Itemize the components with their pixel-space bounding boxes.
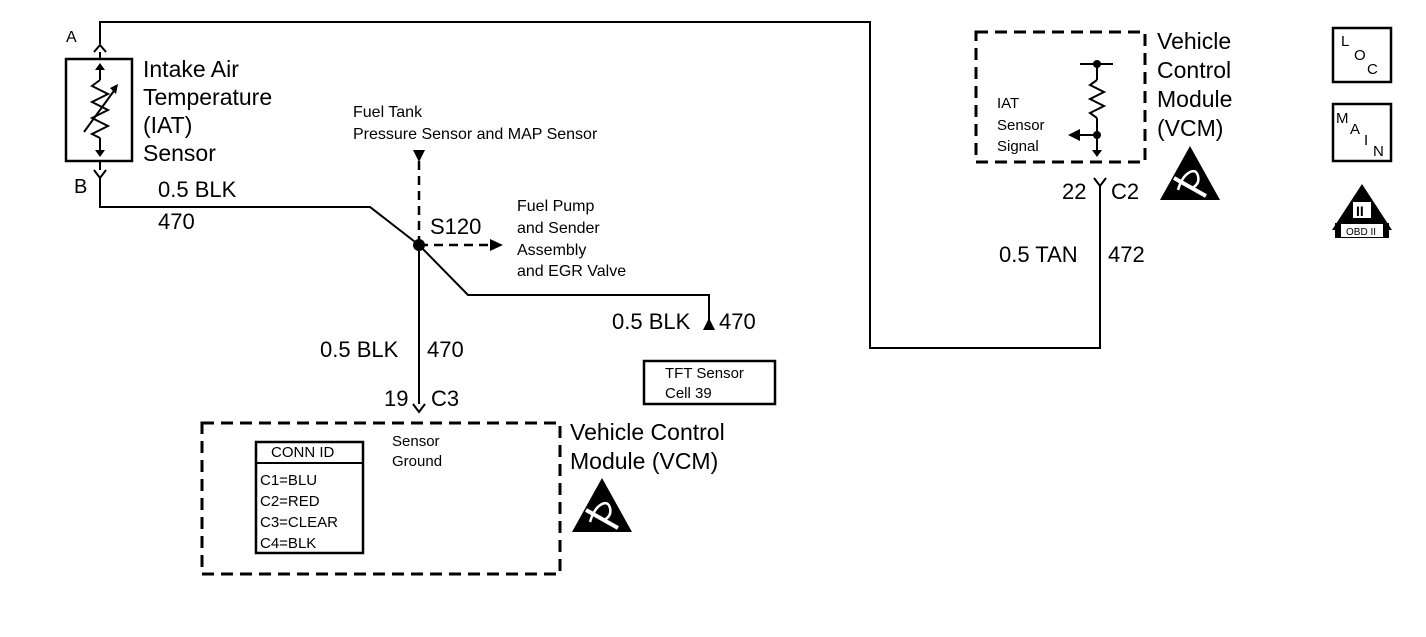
vcm-top-title-line1: Vehicle: [1157, 28, 1231, 54]
iat-signal-line3: Signal: [997, 138, 1039, 155]
iat-title-line2: Temperature: [143, 84, 272, 110]
wire-vcm-circuit-label: 470: [427, 337, 464, 362]
fuel-tank-label-line2: Pressure Sensor and MAP Sensor: [353, 126, 598, 143]
wire-signal-circuit-label: 472: [1108, 242, 1145, 267]
iat-title-line4: Sensor: [143, 140, 216, 166]
wire-470-iat-ground: [99, 178, 420, 246]
conn-id-row: C2=RED: [260, 493, 320, 510]
iat-signal-arrow-icon: [1068, 129, 1080, 141]
vcm-top-title-line4: (VCM): [1157, 115, 1223, 141]
wires: [99, 21, 1101, 404]
iat-sensor: A B Intake Air Temperature (IAT) Sensor: [64, 29, 272, 198]
loc-button[interactable]: L O C: [1331, 26, 1393, 84]
tft-arrow-icon: [703, 318, 715, 330]
tft-sensor: TFT Sensor Cell 39: [642, 359, 777, 406]
obd-ii-label: OBD II: [1346, 227, 1376, 238]
wire-vcm-gauge-label: 0.5 BLK: [320, 337, 399, 362]
sensor-ground-line2: Ground: [392, 453, 442, 470]
obd-ii-button[interactable]: II OBD II: [1332, 184, 1392, 238]
loc-letter: L: [1341, 33, 1349, 50]
thermistor-icon: [83, 63, 118, 157]
conn-id-row: C3=CLEAR: [260, 514, 338, 531]
esd-warning-icon: [1160, 146, 1220, 200]
tft-sensor-line2: Cell 39: [665, 385, 712, 402]
loc-letter: C: [1367, 61, 1378, 78]
c3-chevron-icon: [412, 403, 426, 414]
loc-letter: O: [1354, 47, 1366, 64]
iat-signal-line1: IAT: [997, 95, 1019, 112]
fuel-tank-arrow-icon: [413, 150, 425, 162]
vcm-top-title-line2: Control: [1157, 57, 1231, 83]
main-letter: I: [1364, 132, 1368, 149]
c2-pin-label: 22: [1062, 179, 1086, 204]
tft-sensor-line1: TFT Sensor: [665, 365, 744, 382]
wire-tft-gauge-label: 0.5 BLK: [612, 309, 691, 334]
fuel-pump-line1: Fuel Pump: [517, 198, 594, 215]
c3-pin-label: 19: [384, 386, 408, 411]
vcm-top-title-line3: Module: [1157, 86, 1232, 112]
fuel-tank-label-line1: Fuel Tank: [353, 104, 423, 121]
vcm-bottom-title-line2: Module (VCM): [570, 448, 718, 474]
pin-a-label: A: [66, 29, 77, 46]
splice-dot: [413, 239, 425, 251]
main-letter: M: [1336, 110, 1349, 127]
fuel-pump-line2: and Sender: [517, 220, 600, 237]
conn-id-row: C4=BLK: [260, 535, 316, 552]
sensor-ground-line1: Sensor: [392, 433, 440, 450]
iat-signal-line2: Sensor: [997, 117, 1045, 134]
fuel-pump-arrow-icon: [490, 239, 503, 251]
obd-ii-numeral: II: [1356, 203, 1364, 219]
wire-472-signal: [99, 21, 1101, 349]
fuel-pump-line3: Assembly: [517, 242, 586, 259]
main-letter: N: [1373, 143, 1384, 160]
conn-id-row: C1=BLU: [260, 472, 317, 489]
vcm-bottom: Sensor Ground CONN ID C1=BLU C2=RED C3=C…: [200, 419, 725, 576]
iat-title-line1: Intake Air: [143, 56, 239, 82]
pin-b-label: B: [74, 176, 87, 198]
wire-470-tft: [418, 244, 710, 320]
esd-warning-icon: [572, 478, 632, 532]
conn-id-header: CONN ID: [271, 444, 335, 461]
vcm-bottom-title-line1: Vehicle Control: [570, 419, 725, 445]
pin-a-chevron-icon: [93, 43, 107, 53]
fuel-pump-line4: and EGR Valve: [517, 263, 626, 280]
splice-label: S120: [430, 214, 481, 239]
c2-connector-label: C2: [1111, 179, 1139, 204]
wire-tft-circuit-label: 470: [719, 309, 756, 334]
vcm-top: IAT Sensor Signal Vehicle Control Module…: [974, 28, 1232, 200]
c2-chevron-icon: [1093, 177, 1107, 188]
wire-signal-gauge-label: 0.5 TAN: [999, 242, 1078, 267]
wire-iat-circuit-label: 470: [158, 209, 195, 234]
main-button[interactable]: M A I N: [1331, 102, 1393, 163]
pin-b-chevron-icon: [93, 169, 107, 180]
conn-id-table: CONN ID C1=BLU C2=RED C3=CLEAR C4=BLK: [254, 440, 365, 555]
wire-iat-gauge-label: 0.5 BLK: [158, 177, 237, 202]
c3-connector-label: C3: [431, 386, 459, 411]
main-letter: A: [1350, 121, 1360, 138]
iat-title-line3: (IAT): [143, 112, 192, 138]
